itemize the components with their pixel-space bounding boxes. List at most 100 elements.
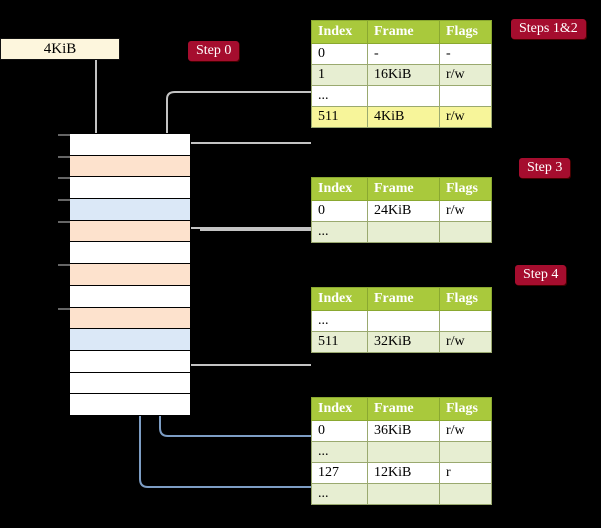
cell-flags [439, 441, 492, 463]
column-header-index: Index [311, 397, 368, 421]
cell-index: ... [311, 483, 368, 505]
cell-frame: 16KiB [367, 64, 440, 86]
cell-frame: 32KiB [367, 331, 440, 353]
cell-flags: r/w [439, 200, 492, 222]
badge-step-0-label: Step 0 [196, 43, 232, 58]
badge-steps-1-2-label: Steps 1&2 [519, 21, 578, 36]
cell-flags: r/w [439, 331, 492, 353]
column-header-index: Index [311, 177, 368, 201]
cell-index: ... [311, 221, 368, 243]
memory-frame-row [70, 372, 190, 395]
cell-frame [367, 85, 440, 107]
memory-frame-tick [58, 177, 70, 180]
cell-flags [439, 310, 492, 332]
memory-frame-tick [58, 155, 70, 158]
badge-step-3-label: Step 3 [527, 160, 563, 175]
cell-index: 511 [311, 331, 368, 353]
badge-steps-1-2: Steps 1&2 [511, 19, 586, 39]
cell-frame: - [367, 43, 440, 65]
memory-frame-row [70, 394, 190, 416]
column-header-flags: Flags [439, 20, 492, 44]
cell-index: 511 [311, 106, 368, 128]
cell-flags [439, 483, 492, 505]
table-row: ... [311, 441, 492, 463]
memory-frame-tick [58, 134, 70, 136]
physical-memory-grid [58, 133, 191, 416]
cell-flags [439, 221, 492, 243]
memory-frame-tick [58, 307, 70, 310]
badge-step-4: Step 4 [515, 265, 567, 285]
cell-frame [367, 441, 440, 463]
cell-frame [367, 483, 440, 505]
column-header-index: Index [311, 287, 368, 311]
table-row: ... [311, 483, 492, 505]
cell-index: ... [311, 441, 368, 463]
memory-frame-row [70, 307, 190, 330]
cell-index: ... [311, 85, 368, 107]
memory-frame-row [70, 264, 190, 286]
cell-frame [367, 221, 440, 243]
table-header-row: Index Frame Flags [311, 287, 492, 311]
memory-frame-row [70, 285, 190, 308]
cell-index: ... [311, 310, 368, 332]
memory-frame-row [70, 155, 190, 178]
cell-index: 0 [311, 420, 368, 442]
memory-frame-row [70, 220, 190, 243]
memory-frame-row [70, 242, 190, 265]
memory-frame-tick [58, 264, 70, 267]
column-header-frame: Frame [367, 20, 440, 44]
column-header-frame: Frame [367, 397, 440, 421]
memory-frame-row [70, 134, 190, 156]
badge-step-0: Step 0 [188, 41, 240, 61]
cell-frame [367, 310, 440, 332]
cell-flags [439, 85, 492, 107]
cell-frame: 36KiB [367, 420, 440, 442]
column-header-flags: Flags [439, 287, 492, 311]
table-row: ... [311, 221, 492, 243]
table-row: 0-- [311, 43, 492, 65]
cell-flags: - [439, 43, 492, 65]
source-address-box: 4KiB [0, 38, 120, 60]
table-row: ... [311, 85, 492, 107]
cell-index: 1 [311, 64, 368, 86]
cell-index: 0 [311, 43, 368, 65]
cell-frame: 4KiB [367, 106, 440, 128]
badge-step-3: Step 3 [519, 158, 571, 178]
column-header-frame: Frame [367, 177, 440, 201]
table-header-row: Index Frame Flags [311, 177, 492, 201]
column-header-index: Index [311, 20, 368, 44]
source-address-label: 4KiB [43, 40, 77, 57]
memory-frame-row [70, 177, 190, 200]
cell-flags: r/w [439, 420, 492, 442]
cell-flags: r/w [439, 106, 492, 128]
table-row: ... [311, 310, 492, 332]
table-header-row: Index Frame Flags [311, 397, 492, 421]
column-header-frame: Frame [367, 287, 440, 311]
memory-frame-tick [58, 199, 70, 202]
table-header-row: Index Frame Flags [311, 20, 492, 44]
cell-frame: 12KiB [367, 462, 440, 484]
cell-frame: 24KiB [367, 200, 440, 222]
cell-flags: r [439, 462, 492, 484]
badge-step-4-label: Step 4 [523, 267, 559, 282]
memory-frame-row [70, 199, 190, 221]
memory-frame-tick [58, 220, 70, 223]
memory-frame-row [70, 350, 190, 373]
cell-index: 0 [311, 200, 368, 222]
cell-index: 127 [311, 462, 368, 484]
column-header-flags: Flags [439, 397, 492, 421]
memory-frame-row [70, 329, 190, 351]
